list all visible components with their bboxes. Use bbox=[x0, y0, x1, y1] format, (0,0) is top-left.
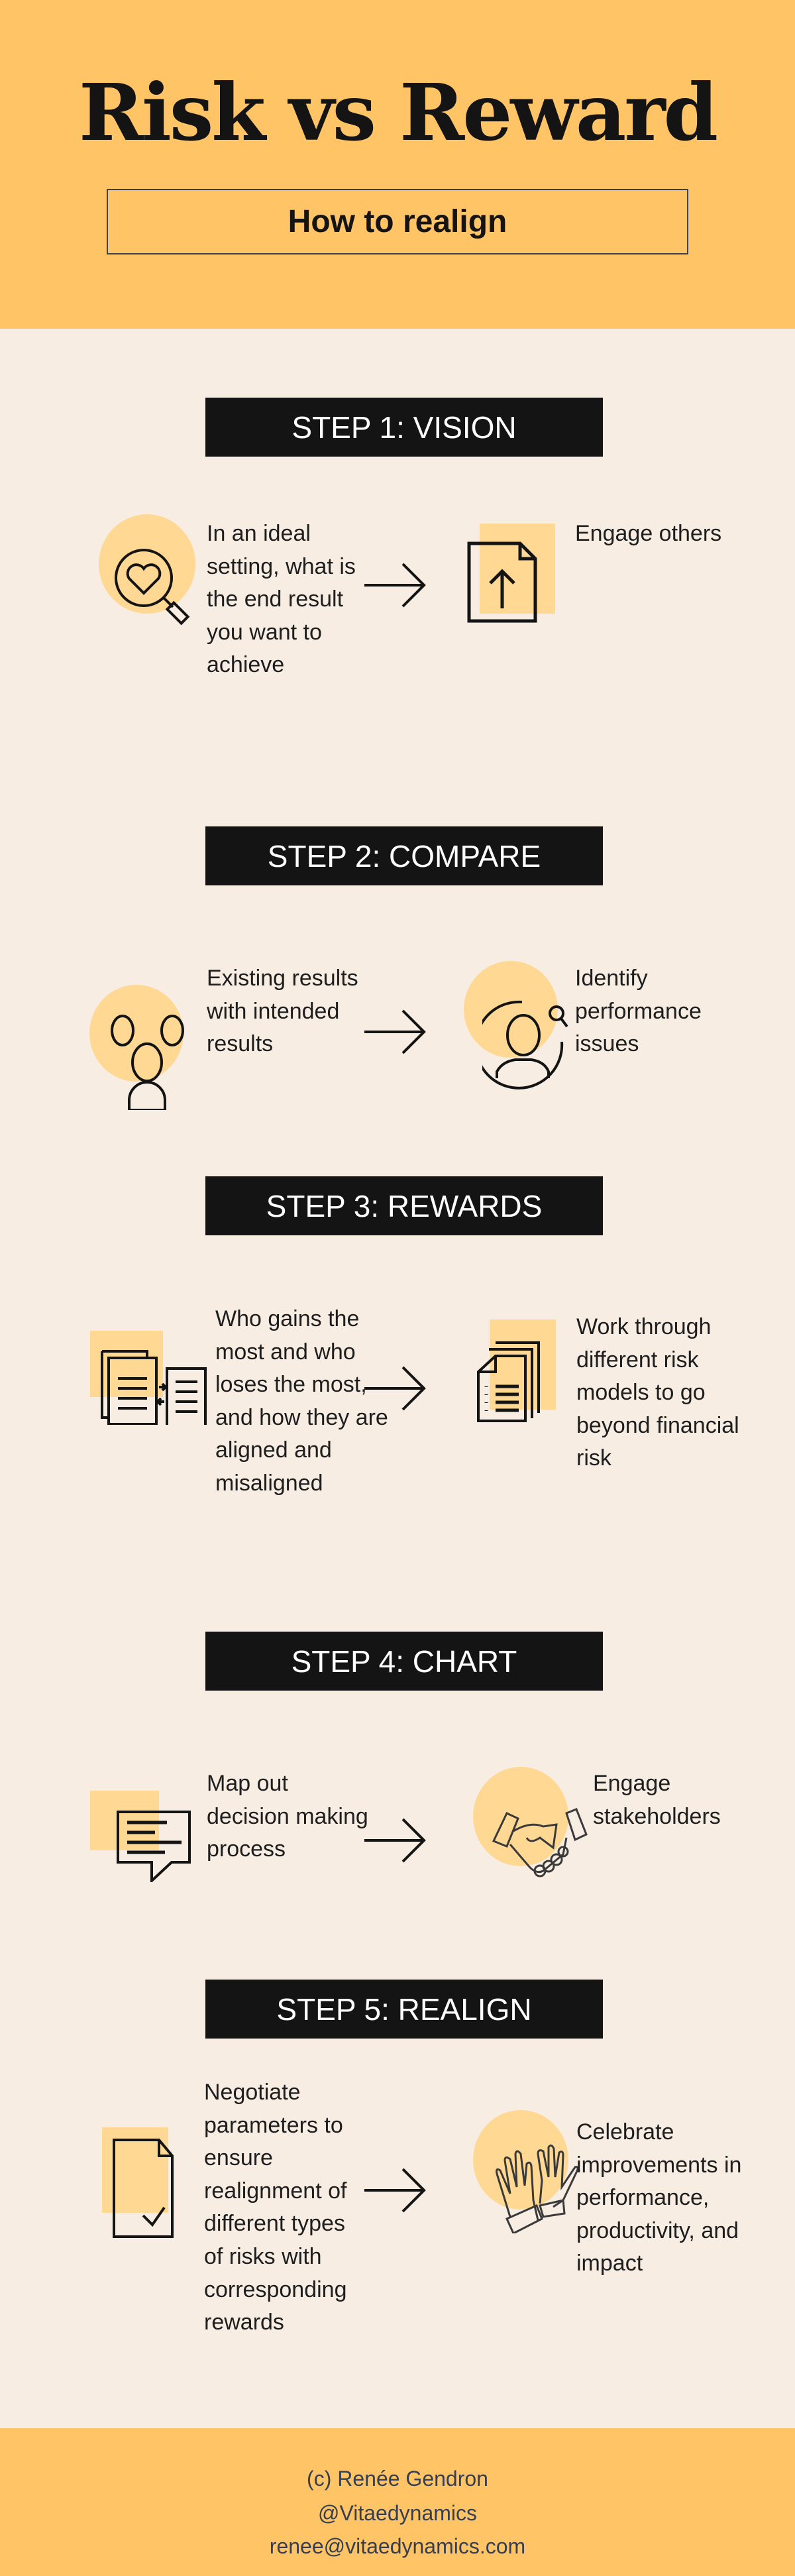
text-line: improvements in bbox=[576, 2152, 742, 2178]
text-line: models to go bbox=[576, 1380, 706, 1406]
text-line: loses the most, bbox=[215, 1372, 367, 1398]
text-line: rewards bbox=[204, 2310, 284, 2335]
chat-list-icon bbox=[117, 1811, 191, 1882]
step-1-heading: STEP 1: VISION bbox=[205, 398, 603, 457]
footer-handle[interactable]: @Vitaedynamics bbox=[318, 2501, 477, 2525]
text-line: ensure bbox=[204, 2145, 273, 2171]
text-line: misaligned bbox=[215, 1470, 323, 1496]
text-line: issues bbox=[575, 1031, 639, 1057]
text-line: decision making bbox=[207, 1803, 368, 1829]
text-line: different risk bbox=[576, 1347, 699, 1372]
text-line: with intended bbox=[207, 998, 340, 1024]
text-line: results bbox=[207, 1031, 274, 1057]
text-line: Identify bbox=[575, 966, 648, 991]
subtitle-box: How to realign bbox=[107, 189, 688, 254]
handshake-icon bbox=[492, 1808, 588, 1877]
step-5-right-text: Celebrate improvements in performance, prod… bbox=[576, 2116, 741, 2280]
text-line: most and who bbox=[215, 1339, 356, 1365]
people-group-icon bbox=[111, 1015, 184, 1110]
text-line: process bbox=[207, 1836, 286, 1862]
text-line: the end result bbox=[207, 587, 344, 612]
highlight-circle bbox=[473, 1767, 568, 1866]
text-line: parameters to bbox=[204, 2112, 343, 2138]
page-title: Risk vs Reward bbox=[78, 66, 718, 158]
text-line: aligned and bbox=[215, 1437, 332, 1463]
text-line: of risks with bbox=[204, 2243, 322, 2269]
step-4-heading: STEP 4: CHART bbox=[205, 1632, 603, 1691]
step-3-right-text: Work through different risk models to go be… bbox=[576, 1311, 739, 1475]
text-line: Work through bbox=[576, 1314, 712, 1339]
step-5-left-text: Negotiate parameters to ensure realignment … bbox=[204, 2076, 346, 2339]
arrow-right-icon bbox=[364, 1366, 426, 1411]
text-line: productivity, and bbox=[576, 2217, 739, 2243]
text-line: corresponding bbox=[204, 2276, 347, 2302]
text-line: realignment of bbox=[204, 2178, 347, 2204]
high-five-icon bbox=[496, 2144, 579, 2233]
text-line: Map out bbox=[207, 1771, 288, 1796]
text-line: stakeholders bbox=[593, 1803, 721, 1829]
text-line: Negotiate bbox=[204, 2080, 301, 2105]
footer: (c) Renée Gendron @Vitaedynamics renee@v… bbox=[0, 2428, 795, 2576]
step-2-left-text: Existing results with intended results bbox=[207, 962, 358, 1061]
document-stack-icon bbox=[477, 1341, 540, 1422]
highlight-circle bbox=[464, 961, 558, 1058]
text-line: you want to bbox=[207, 619, 322, 645]
text-line: achieve bbox=[207, 652, 285, 678]
document-check-icon bbox=[113, 2139, 174, 2238]
footer-email[interactable]: renee@vitaedynamics.com bbox=[269, 2534, 526, 2558]
step-3-left-text: Who gains the most and who loses the most,… bbox=[215, 1303, 388, 1500]
highlight-square bbox=[90, 1791, 159, 1850]
person-search-icon bbox=[482, 1000, 568, 1090]
text-line: different types bbox=[204, 2211, 345, 2237]
step-5-heading: STEP 5: REALIGN bbox=[205, 1980, 603, 2039]
arrow-right-icon bbox=[364, 563, 426, 608]
text-line: setting, what is bbox=[207, 553, 356, 579]
text-line: Existing results bbox=[207, 966, 358, 991]
text-line: risk bbox=[576, 1445, 611, 1471]
heart-magnifier-icon bbox=[115, 549, 190, 626]
text-line: Engage others bbox=[575, 521, 722, 546]
footer-copyright: (c) Renée Gendron bbox=[307, 2467, 488, 2491]
text-line: impact bbox=[576, 2251, 643, 2276]
step-1-left-text: In an ideal setting, what is the end resul… bbox=[207, 518, 356, 682]
arrow-right-icon bbox=[364, 1818, 426, 1863]
step-3-heading: STEP 3: REWARDS bbox=[205, 1176, 603, 1235]
document-upload-icon bbox=[467, 541, 537, 623]
text-line: Celebrate bbox=[576, 2119, 674, 2145]
arrow-right-icon bbox=[364, 1009, 426, 1054]
text-line: Who gains the bbox=[215, 1306, 360, 1331]
document-exchange-icon bbox=[101, 1350, 207, 1425]
step-4-left-text: Map out decision making process bbox=[207, 1767, 368, 1866]
step-2-heading: STEP 2: COMPARE bbox=[205, 826, 603, 885]
step-1-right-text: Engage others bbox=[575, 518, 721, 551]
text-line: beyond financial bbox=[576, 1412, 739, 1438]
step-4-right-text: Engage stakeholders bbox=[593, 1767, 721, 1833]
highlight-square bbox=[480, 524, 555, 614]
step-2-right-text: Identify performance issues bbox=[575, 962, 702, 1061]
highlight-circle bbox=[89, 985, 184, 1082]
subtitle: How to realign bbox=[288, 204, 507, 239]
arrow-right-icon bbox=[364, 2168, 426, 2213]
text-line: performance, bbox=[576, 2185, 710, 2211]
text-line: In an ideal bbox=[207, 521, 311, 546]
highlight-circle bbox=[99, 514, 195, 614]
header-banner: Risk vs Reward How to realign bbox=[0, 0, 795, 329]
text-line: Engage bbox=[593, 1771, 671, 1796]
text-line: and how they are bbox=[215, 1404, 388, 1430]
text-line: performance bbox=[575, 998, 702, 1024]
